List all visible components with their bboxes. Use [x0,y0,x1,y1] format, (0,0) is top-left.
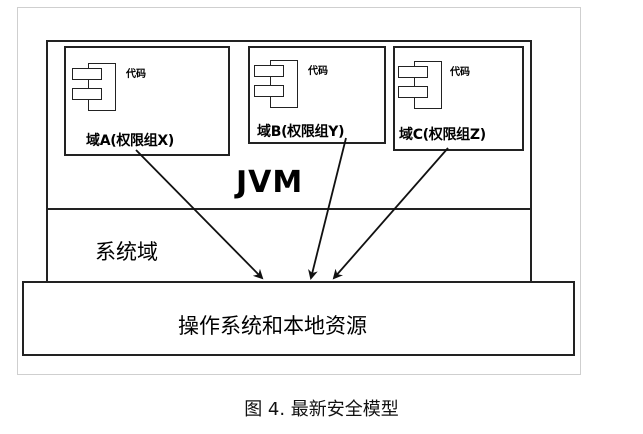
domain-b-name: 域B(权限组Y) [257,124,345,140]
domain-c-component-tab-top [398,66,428,78]
domain-c-component-tab-bottom [398,86,428,98]
arrow-domain-c [332,147,449,280]
domain-a-component-tab-bottom [72,88,102,100]
domain-a-code-label: 代码 [126,69,146,80]
domain-a-component-tab-top [72,68,102,80]
arrow-domain-b [308,137,347,280]
domain-c-code-label: 代码 [450,67,470,78]
domain-b-code-label: 代码 [308,66,328,77]
domain-b-component-tab-top [254,65,284,77]
os-resources-box [22,281,575,356]
domain-c-name: 域C(权限组Z) [399,127,486,143]
jvm-label: JVM [236,165,304,200]
arrow-domain-a [135,149,264,280]
system-domain-box [46,208,532,284]
system-domain-label: 系统域 [95,240,158,264]
os-resources-label: 操作系统和本地资源 [178,314,367,338]
figure-caption: 图 4. 最新安全模型 [244,399,399,420]
domain-a-name: 域A(权限组X) [86,133,175,149]
domain-b-component-tab-bottom [254,85,284,97]
